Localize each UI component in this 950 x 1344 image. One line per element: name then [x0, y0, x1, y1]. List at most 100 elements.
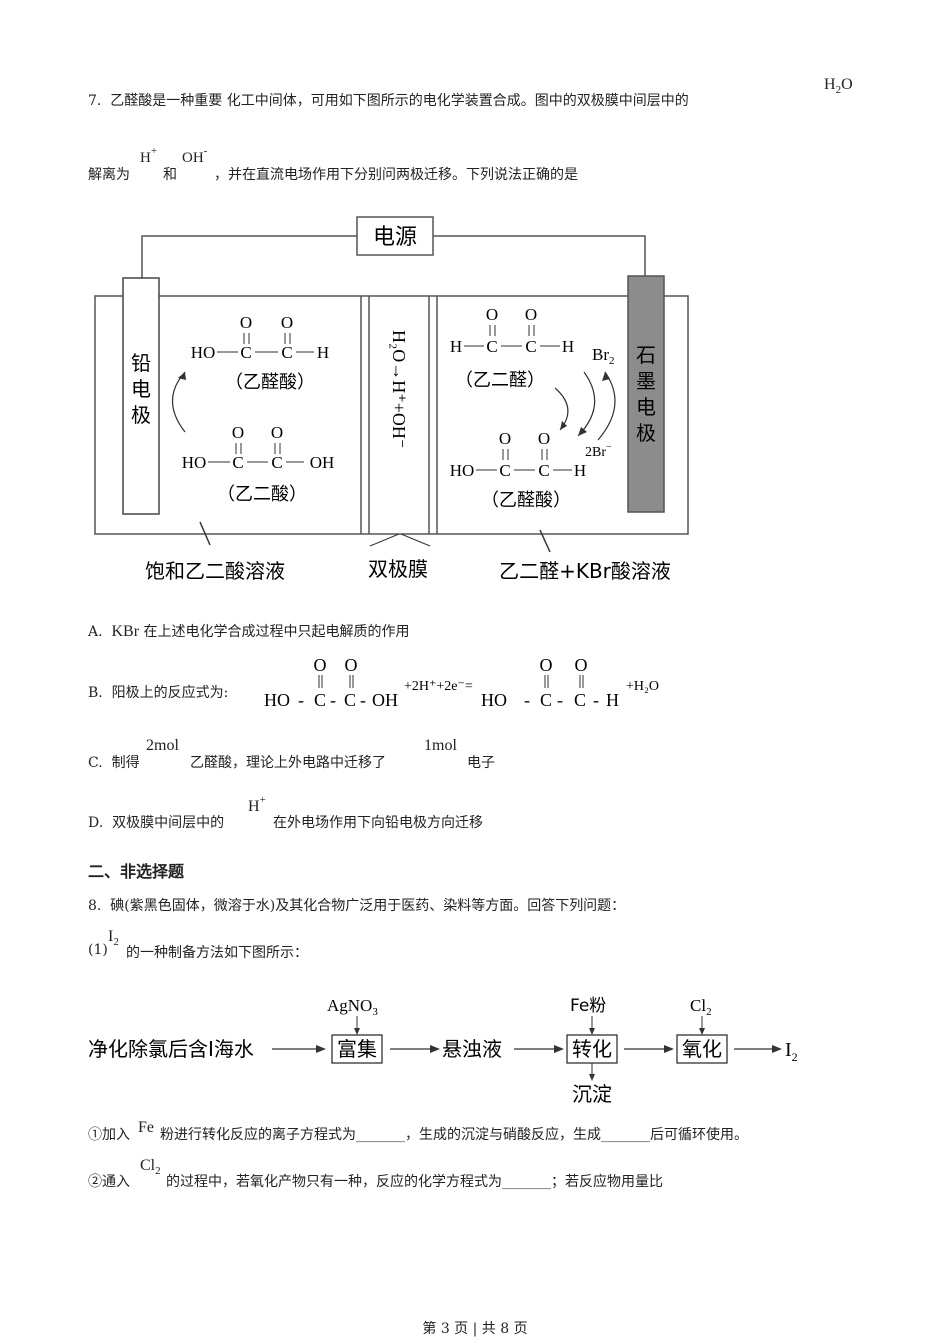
flow-suspension: 悬浊液: [442, 1037, 502, 1061]
sub-question-2: ②通入: [88, 1174, 130, 1190]
graphite-electrode-char-1: 石: [636, 343, 656, 367]
question-7-line-1: 7. 乙醛酸是一种重要 化工中间体，可用如下图所示的电化学装置合成。图中的双极膜…: [88, 90, 689, 110]
left-bottom-name: （乙二酸）: [217, 484, 307, 505]
flow-step-enrich-box: [331, 1034, 383, 1064]
svg-text:H: H: [606, 690, 619, 710]
option-c-amount-1: 2mol: [146, 737, 179, 754]
question-7-line-2: 解离为: [88, 167, 130, 183]
option-b-equation: O O HO - C - C - OH +2H⁺+2e⁻= O O HO - C…: [264, 655, 659, 710]
svg-text:-: -: [330, 690, 336, 710]
svg-text:HO: HO: [450, 461, 475, 480]
section-title: 二、非选择题: [88, 862, 185, 881]
svg-text:O: O: [240, 313, 252, 332]
svg-text:O: O: [271, 423, 283, 442]
power-source-label: 电源: [373, 225, 417, 250]
svg-text:O: O: [232, 423, 244, 442]
svg-text:+H₂O: +H₂O: [626, 679, 659, 694]
sub-question-1-text: 粉进行转化反应的离子方程式为_______，生成的沉淀与硝酸反应，生成_____…: [160, 1127, 748, 1143]
svg-text:C: C: [344, 690, 356, 710]
option-d: D. 双极膜中间层中的: [88, 815, 225, 831]
left-top-molecule: O O HO C C H: [191, 313, 329, 362]
svg-text:O: O: [486, 305, 498, 324]
option-c-amount-2: 1mol: [424, 737, 457, 754]
sub-question-1-fe: Fe: [138, 1119, 154, 1136]
svg-text:HO: HO: [481, 690, 507, 710]
page-footer: 第 3 页 | 共 8 页: [422, 1321, 528, 1337]
right-solution-label: 乙二醛+KBr酸溶液: [499, 559, 671, 583]
flow-step-oxidize: 氧化: [682, 1037, 722, 1061]
svg-text:H: H: [562, 337, 574, 356]
svg-text:C: C: [271, 453, 282, 472]
flow-step-oxidize-box: [676, 1034, 728, 1064]
question-text: 乙醛酸是一种重要 化工中间体，可用如下图所示的电化学装置合成。图中的双极膜中间层…: [110, 93, 689, 109]
membrane-label: 双极膜: [368, 557, 428, 581]
svg-text:O: O: [281, 313, 293, 332]
iodine-preparation-flowchart: 净化除氯后含I海水 AgNO3 富集 悬浊液 Fe粉 转化 沉淀 Cl2 氧化 …: [88, 996, 798, 1106]
svg-text:C: C: [540, 690, 552, 710]
power-source-box: [356, 216, 434, 256]
svg-text:+2H⁺+2e⁻=: +2H⁺+2e⁻=: [404, 679, 473, 694]
electrochemical-cell-diagram: 电源 铅 电 极 石 墨 电 极 H₂O→H⁺+OH⁻ O O HO C C H…: [94, 216, 689, 583]
left-top-name: （乙醛酸）: [225, 372, 315, 393]
bromine-label: Br2: [592, 345, 615, 367]
flow-fe-powder: Fe粉: [570, 996, 606, 1016]
water-formula: H2O: [824, 76, 853, 96]
sub-question-2-cl2: Cl2: [140, 1157, 161, 1177]
bromide-label: 2Br−: [585, 442, 612, 460]
lead-electrode: [122, 277, 160, 515]
graphite-electrode-char-4: 极: [636, 421, 656, 445]
svg-text:HO: HO: [182, 453, 207, 472]
svg-text:O: O: [314, 655, 327, 675]
svg-text:-: -: [360, 690, 366, 710]
svg-text:HO: HO: [264, 690, 290, 710]
graphite-electrode: [627, 275, 665, 513]
svg-text:C: C: [314, 690, 326, 710]
left-bottom-molecule: O O HO C C OH: [182, 423, 335, 472]
svg-text:-: -: [557, 690, 563, 710]
option-b-label: B. 阳极上的反应式为:: [88, 685, 229, 701]
oh-minus-ion: OH-: [182, 145, 208, 166]
svg-text:C: C: [525, 337, 536, 356]
right-top-molecule: O O H C C H: [450, 305, 574, 356]
flow-cl2: Cl2: [690, 996, 712, 1018]
svg-text:H: H: [450, 337, 462, 356]
h-plus-ion: H+: [140, 145, 158, 166]
right-top-name: （乙二醛）: [455, 370, 545, 391]
flow-end-iodine: I2: [785, 1039, 798, 1064]
svg-text:O: O: [538, 429, 550, 448]
right-bottom-name: （乙醛酸）: [481, 490, 571, 511]
graphite-electrode-char-3: 电: [636, 395, 656, 419]
question-number: 7.: [88, 93, 102, 109]
flow-start: 净化除氯后含I海水: [88, 1037, 254, 1061]
graphite-electrode-char-2: 墨: [636, 369, 656, 393]
svg-text:H: H: [574, 461, 586, 480]
cell-outline: [94, 295, 689, 535]
option-d-h-plus: H+: [248, 794, 266, 815]
option-c: C. 制得: [88, 755, 140, 771]
iodine-formula: I2: [108, 928, 119, 948]
option-c-text-2: 乙醛酸，理论上外电路中迁移了: [190, 755, 386, 771]
lead-electrode-char-3: 极: [131, 403, 151, 427]
svg-text:C: C: [281, 343, 292, 362]
svg-text:C: C: [232, 453, 243, 472]
svg-text:C: C: [486, 337, 497, 356]
lead-electrode-char-2: 电: [131, 377, 151, 401]
option-c-text-3: 电子: [467, 755, 495, 771]
sub-question-1: ①加入: [88, 1127, 130, 1143]
option-a: A. KBr 在上述电化学合成过程中只起电解质的作用: [88, 623, 410, 640]
svg-text:O: O: [540, 655, 553, 675]
flow-precipitate: 沉淀: [572, 1082, 612, 1106]
svg-text:O: O: [345, 655, 358, 675]
svg-text:-: -: [524, 690, 530, 710]
svg-text:C: C: [240, 343, 251, 362]
question-8-part-1: (1): [88, 942, 108, 958]
option-d-text-2: 在外电场作用下向铅电极方向迁移: [273, 815, 483, 831]
svg-text:H: H: [317, 343, 329, 362]
flow-step-enrich: 富集: [337, 1037, 377, 1061]
svg-text:OH: OH: [310, 453, 335, 472]
svg-text:-: -: [593, 690, 599, 710]
and-text: 和: [163, 167, 177, 183]
flow-step-transform: 转化: [572, 1037, 612, 1061]
left-solution-label: 饱和乙二酸溶液: [145, 559, 285, 583]
question-7-line-2-rest: ，并在直流电场作用下分别问两极迁移。下列说法正确的是: [214, 167, 578, 183]
